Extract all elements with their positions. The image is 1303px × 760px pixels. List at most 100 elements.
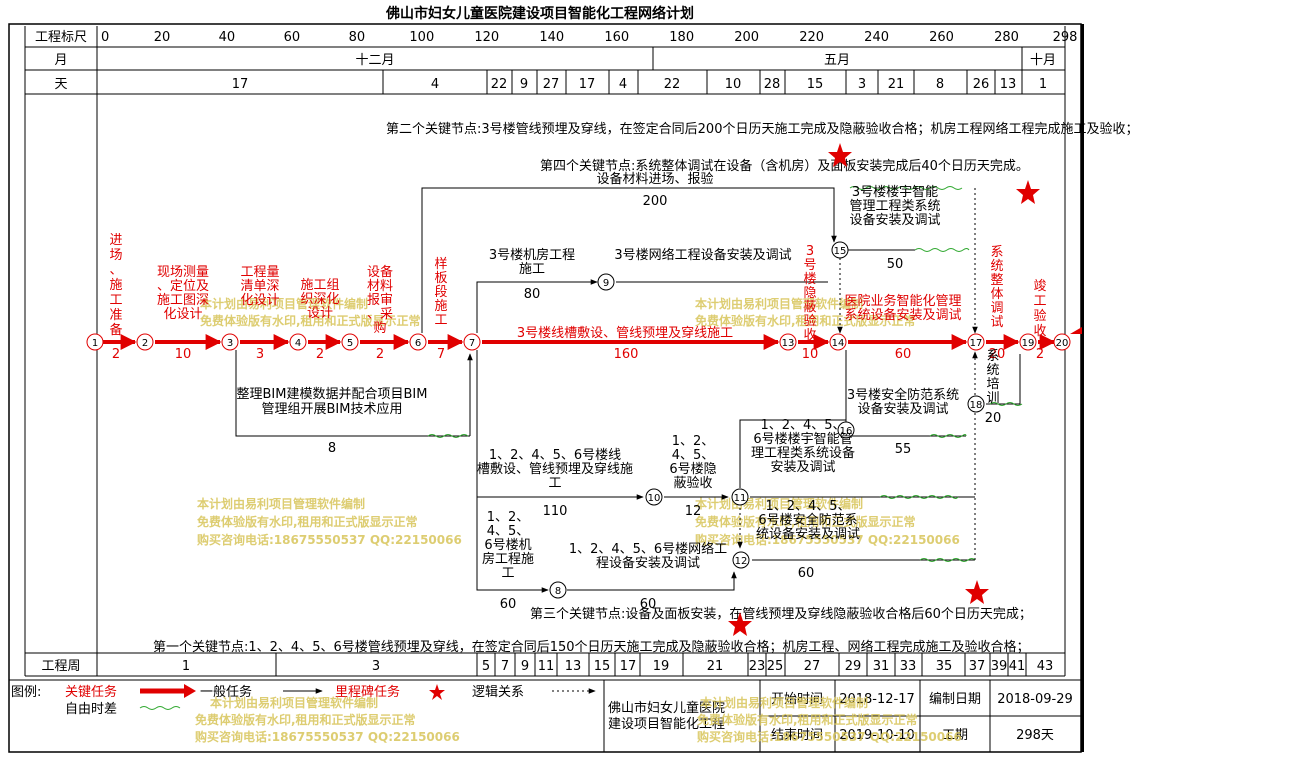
node-label-5: 5 (347, 338, 353, 349)
task-name-line: 段 (434, 285, 447, 300)
legend-critical-text: 关键任务 (65, 684, 117, 700)
task-name-line: 收 (803, 328, 816, 343)
week-label: 工程周 (41, 659, 80, 674)
milestone-1-text: 第一个关键节点:1、2、4、5、6号楼管线预埋及穿线，在签定合同后150个日历天… (153, 639, 1030, 655)
scale-tick-label: 40 (219, 30, 236, 45)
info-start-label: 开始时间 (771, 692, 823, 707)
milestone-star-2 (828, 143, 852, 167)
day-value: 22 (491, 77, 508, 92)
svg-text:购买咨询电话:18675550537 QQ:22150066: 购买咨询电话:18675550537 QQ:22150066 (197, 532, 462, 547)
task-name-line: 准 (109, 308, 122, 323)
task-name-line: 6号楼机 (484, 538, 531, 553)
frame-right-edge (1081, 24, 1084, 752)
task-name-line: 程设备安装及调试 (596, 555, 700, 571)
node-6 (409, 333, 427, 351)
week-value: 17 (620, 659, 637, 674)
scale-tick-label: 220 (799, 30, 824, 45)
node-2 (136, 333, 154, 351)
node-15 (831, 241, 849, 259)
day-value: 10 (725, 77, 742, 92)
task-name-line: 工 (434, 313, 447, 328)
scale-tick-label: 180 (669, 30, 694, 45)
task-name-line: 3号楼网络工程设备安装及调试 (614, 247, 791, 263)
node-label-7: 7 (469, 338, 475, 349)
task-name-line: 蔽 (803, 300, 816, 315)
task-duration: 60 (500, 597, 517, 612)
task-name-line: 竣 (1033, 279, 1046, 294)
scale-tick-label: 298 (1053, 30, 1078, 45)
node-label-15: 15 (834, 246, 847, 257)
task-duration: 8 (328, 441, 336, 456)
task-name-line: 工 (501, 566, 514, 581)
info-start-value: 2018-12-17 (839, 692, 915, 707)
task-name-line: 系统设备安装及调试 (844, 307, 961, 323)
task-name-line: 工 (548, 476, 561, 491)
task-name-line: 设备安装及调试 (849, 212, 940, 228)
node-label-2: 2 (142, 338, 148, 349)
task-name-line: 验 (1033, 308, 1046, 324)
svg-text:免费体验版有水印,租用和正式版显示正常: 免费体验版有水印,租用和正式版显示正常 (697, 712, 918, 727)
week-value: 21 (707, 659, 724, 674)
task-name-line: 施 (109, 278, 122, 293)
svg-text:购买咨询电话:18675550537 QQ:22150066: 购买咨询电话:18675550537 QQ:22150066 (695, 532, 960, 547)
info-grid (603, 680, 1081, 752)
task-duration: 200 (643, 194, 668, 209)
svg-text:免费体验版有水印,租用和正式版显示正常: 免费体验版有水印,租用和正式版显示正常 (197, 514, 418, 529)
info-project-line2: 建设项目智能化工程 (608, 717, 725, 732)
legend-star-icon (429, 684, 445, 700)
task-name-line: 槽敷设、管线预埋及穿线施 (477, 461, 633, 477)
task-name-line: 场 (109, 248, 122, 263)
task-name-line: 整 (990, 273, 1003, 288)
scale-tick-label: 200 (734, 30, 759, 45)
task-duration: 2 (376, 347, 384, 362)
node-label-4: 4 (295, 338, 301, 349)
task-name-line: 验 (803, 313, 816, 329)
info-dur-label: 工期 (942, 728, 968, 743)
task-name-line: 体 (990, 287, 1003, 302)
task-duration: 12 (685, 504, 702, 519)
task-name-line: 报审 (367, 293, 393, 308)
watermark-block-2: 本计划由易利项目管理软件编制 免费体验版有水印,租用和正式版显示正常 (695, 296, 916, 328)
task-duration: 2 (112, 347, 120, 362)
info-end-value: 2019-10-10 (839, 728, 915, 743)
task-name-line: 调 (990, 301, 1003, 316)
node-17 (967, 333, 985, 351)
task-name-line: 设备 (367, 264, 393, 280)
task-name-line: 工 (109, 293, 122, 308)
task-name-line: 1、2、4、5、 (760, 418, 845, 433)
node-4 (289, 333, 307, 351)
week-value: 33 (900, 659, 917, 674)
milestone-4-text: 第四个关键节点:系统整体调试在设备（含机房）及面板安装完成后40个日历天完成。 (540, 158, 1029, 174)
task-name-line: 3号楼线槽敷设、管线预埋及穿线施工 (517, 325, 733, 341)
task-name-line: 1、2、 (487, 510, 530, 525)
task-name-line: 4、5、 (487, 524, 530, 539)
node-11 (731, 488, 749, 506)
milestone-stars (728, 143, 1082, 636)
legend-logic-text: 逻辑关系 (472, 685, 524, 700)
milestone-3-text: 第三个关键节点:设备及面板安装，在管线预埋及穿线隐蔽验收合格后60个日历天完成； (530, 606, 1032, 622)
task-name-line: 施工组 (300, 278, 339, 293)
task-name-line: 房工程施 (482, 551, 534, 567)
scale-tick-label: 80 (349, 30, 366, 45)
task-name-line: 培 (986, 376, 999, 392)
month-name: 五月 (824, 53, 850, 68)
task-name-line: 施 (434, 299, 447, 314)
task-name-line: 楼 (803, 272, 816, 287)
node-3 (221, 333, 239, 351)
week-value: 13 (565, 659, 582, 674)
task-name-line: 、定位及 (157, 279, 209, 294)
task-name-line: 1、2、 (672, 434, 715, 449)
day-value: 1 (1039, 77, 1047, 92)
week-value: 31 (873, 659, 890, 674)
task-name-line: 号 (803, 258, 816, 273)
week-value: 43 (1037, 659, 1054, 674)
timescale-header (9, 26, 1081, 681)
scale-tick-label: 280 (994, 30, 1019, 45)
